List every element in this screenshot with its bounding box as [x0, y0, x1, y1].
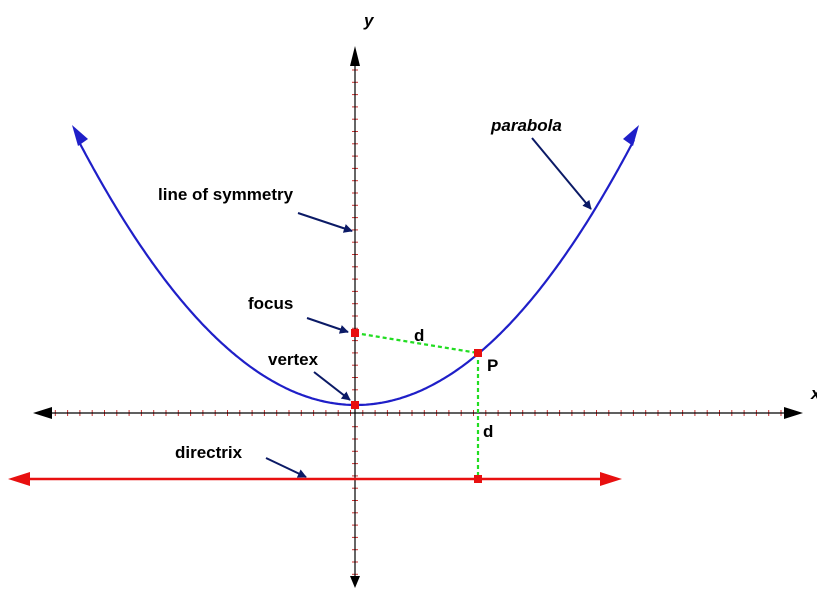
vertex-point: [351, 401, 359, 409]
y-axis: [350, 46, 360, 588]
axis-tick-marks: [42, 69, 794, 575]
vertex-label: vertex: [268, 350, 319, 369]
distance-directrix-label: d: [483, 422, 493, 441]
parabola-label: parabola: [490, 116, 562, 135]
directrix-pointer-arrow: [265, 457, 307, 478]
x-axis-label: x: [810, 384, 817, 403]
distance-lines: [354, 331, 480, 479]
vertex-pointer-arrow: [313, 371, 351, 401]
pointer-arrows: [265, 137, 592, 478]
distance-focus-label: d: [414, 326, 424, 345]
x-axis: [33, 407, 803, 419]
line-of-symmetry-label: line of symmetry: [158, 185, 294, 204]
directrix-label: directrix: [175, 443, 243, 462]
focus-point: [351, 329, 359, 337]
directrix-foot-point: [474, 475, 482, 483]
y-axis-label: y: [363, 11, 375, 30]
focus-pointer-arrow: [306, 317, 349, 334]
directrix-line: [8, 472, 622, 486]
focus-label: focus: [248, 294, 293, 313]
point-p-label: P: [487, 356, 498, 375]
symmetry-pointer-arrow: [297, 212, 353, 233]
parabola-pointer-arrow: [531, 137, 592, 210]
point-p: [474, 349, 482, 357]
